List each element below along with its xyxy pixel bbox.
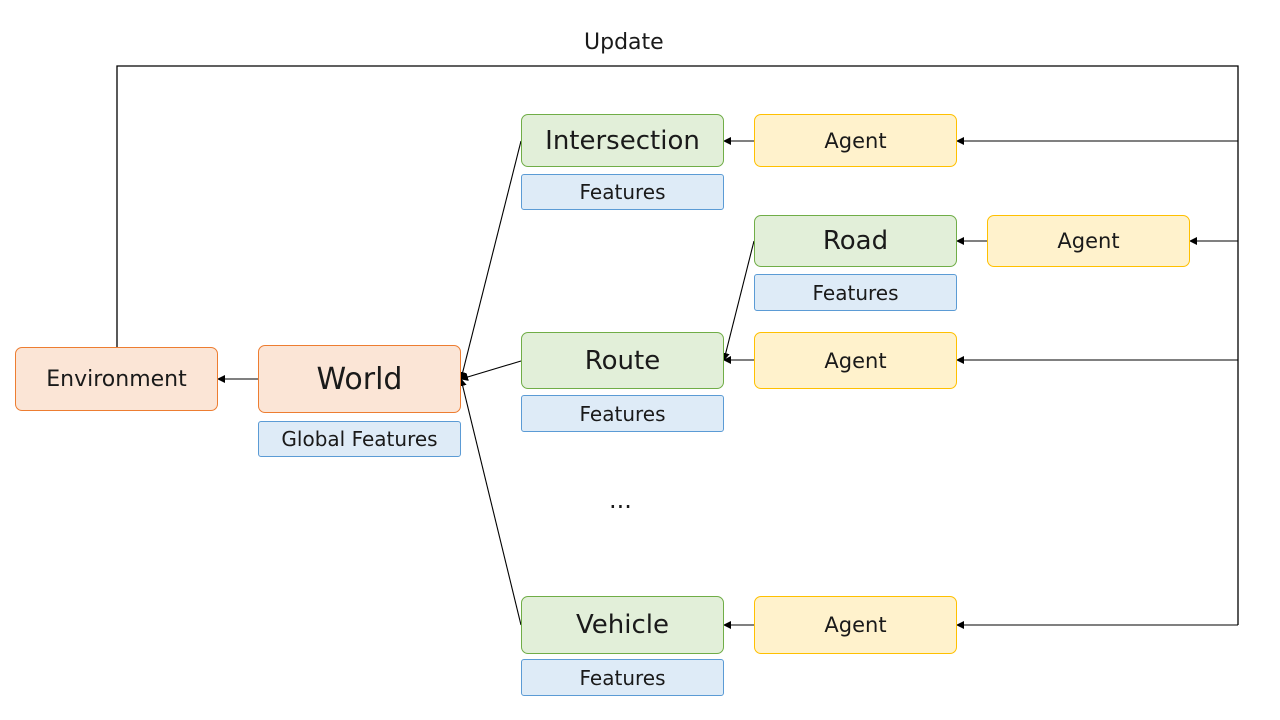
vehicle-node: Vehicle bbox=[521, 596, 724, 654]
intersection-agent: Agent bbox=[754, 114, 957, 167]
road-node: Road bbox=[754, 215, 957, 267]
update-loop-line bbox=[116, 65, 1239, 625]
arrow-vehicle-to-world bbox=[458, 378, 522, 626]
route-features: Features bbox=[521, 395, 724, 432]
vehicle-agent: Agent bbox=[754, 596, 957, 654]
arrow-route-to-world bbox=[460, 360, 522, 381]
world-global-features: Global Features bbox=[258, 421, 461, 457]
vehicle-features: Features bbox=[521, 659, 724, 696]
environment-node: Environment bbox=[15, 347, 218, 411]
ellipsis: ... bbox=[609, 486, 632, 514]
arrow-intersection-to-world bbox=[458, 140, 522, 380]
route-agent: Agent bbox=[754, 332, 957, 389]
road-agent: Agent bbox=[987, 215, 1190, 267]
update-label: Update bbox=[584, 30, 664, 55]
intersection-node: Intersection bbox=[521, 114, 724, 167]
intersection-features: Features bbox=[521, 174, 724, 210]
world-node: World bbox=[258, 345, 461, 413]
arrow-road-to-route bbox=[721, 240, 755, 361]
road-features: Features bbox=[754, 274, 957, 311]
route-node: Route bbox=[521, 332, 724, 389]
